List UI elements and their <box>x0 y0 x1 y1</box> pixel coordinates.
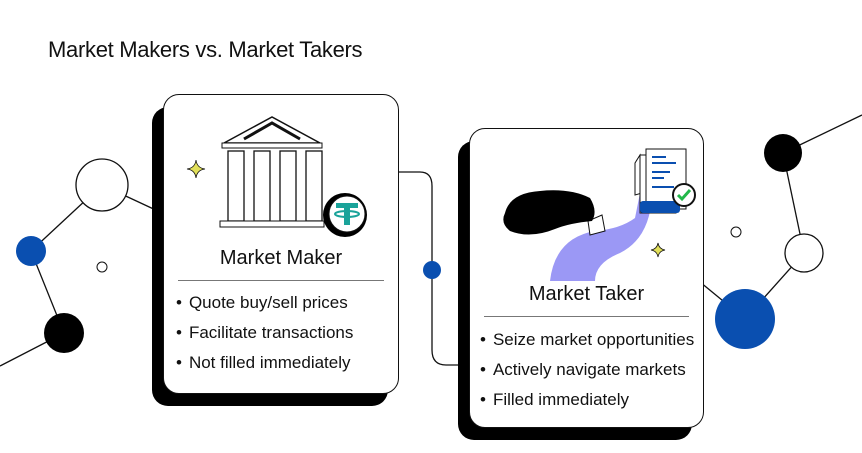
node-circle <box>764 134 802 172</box>
market-taker-card: Market Taker Seize market opportunities … <box>469 128 704 428</box>
list-item: Facilitate transactions <box>176 318 353 348</box>
list-item: Filled immediately <box>480 385 694 415</box>
bank-building-icon <box>219 116 367 237</box>
list-item: Seize market opportunities <box>480 325 694 355</box>
card-heading: Market Maker <box>219 247 343 269</box>
card-heading: Market Taker <box>528 283 645 305</box>
market-maker-card: Market Maker Quote buy/sell prices Facil… <box>163 94 399 394</box>
node-circle <box>730 226 742 238</box>
node-circle <box>44 313 84 353</box>
node-circle <box>423 261 441 279</box>
sparkle-icon <box>186 159 206 179</box>
node-circle <box>96 261 108 273</box>
list-item: Quote buy/sell prices <box>176 288 353 318</box>
divider <box>178 280 384 281</box>
node-circle <box>16 236 46 266</box>
node-circle <box>715 289 775 349</box>
woman-holding-document-icon <box>503 148 696 281</box>
sparkle-icon <box>650 242 666 258</box>
node-circle <box>75 158 129 212</box>
list-item: Not filled immediately <box>176 348 353 378</box>
divider <box>484 316 689 317</box>
page-title: Market Makers vs. Market Takers <box>48 37 363 62</box>
node-circle <box>784 233 824 273</box>
maker-points: Quote buy/sell prices Facilitate transac… <box>176 288 353 378</box>
taker-points: Seize market opportunities Actively navi… <box>480 325 694 415</box>
list-item: Actively navigate markets <box>480 355 694 385</box>
